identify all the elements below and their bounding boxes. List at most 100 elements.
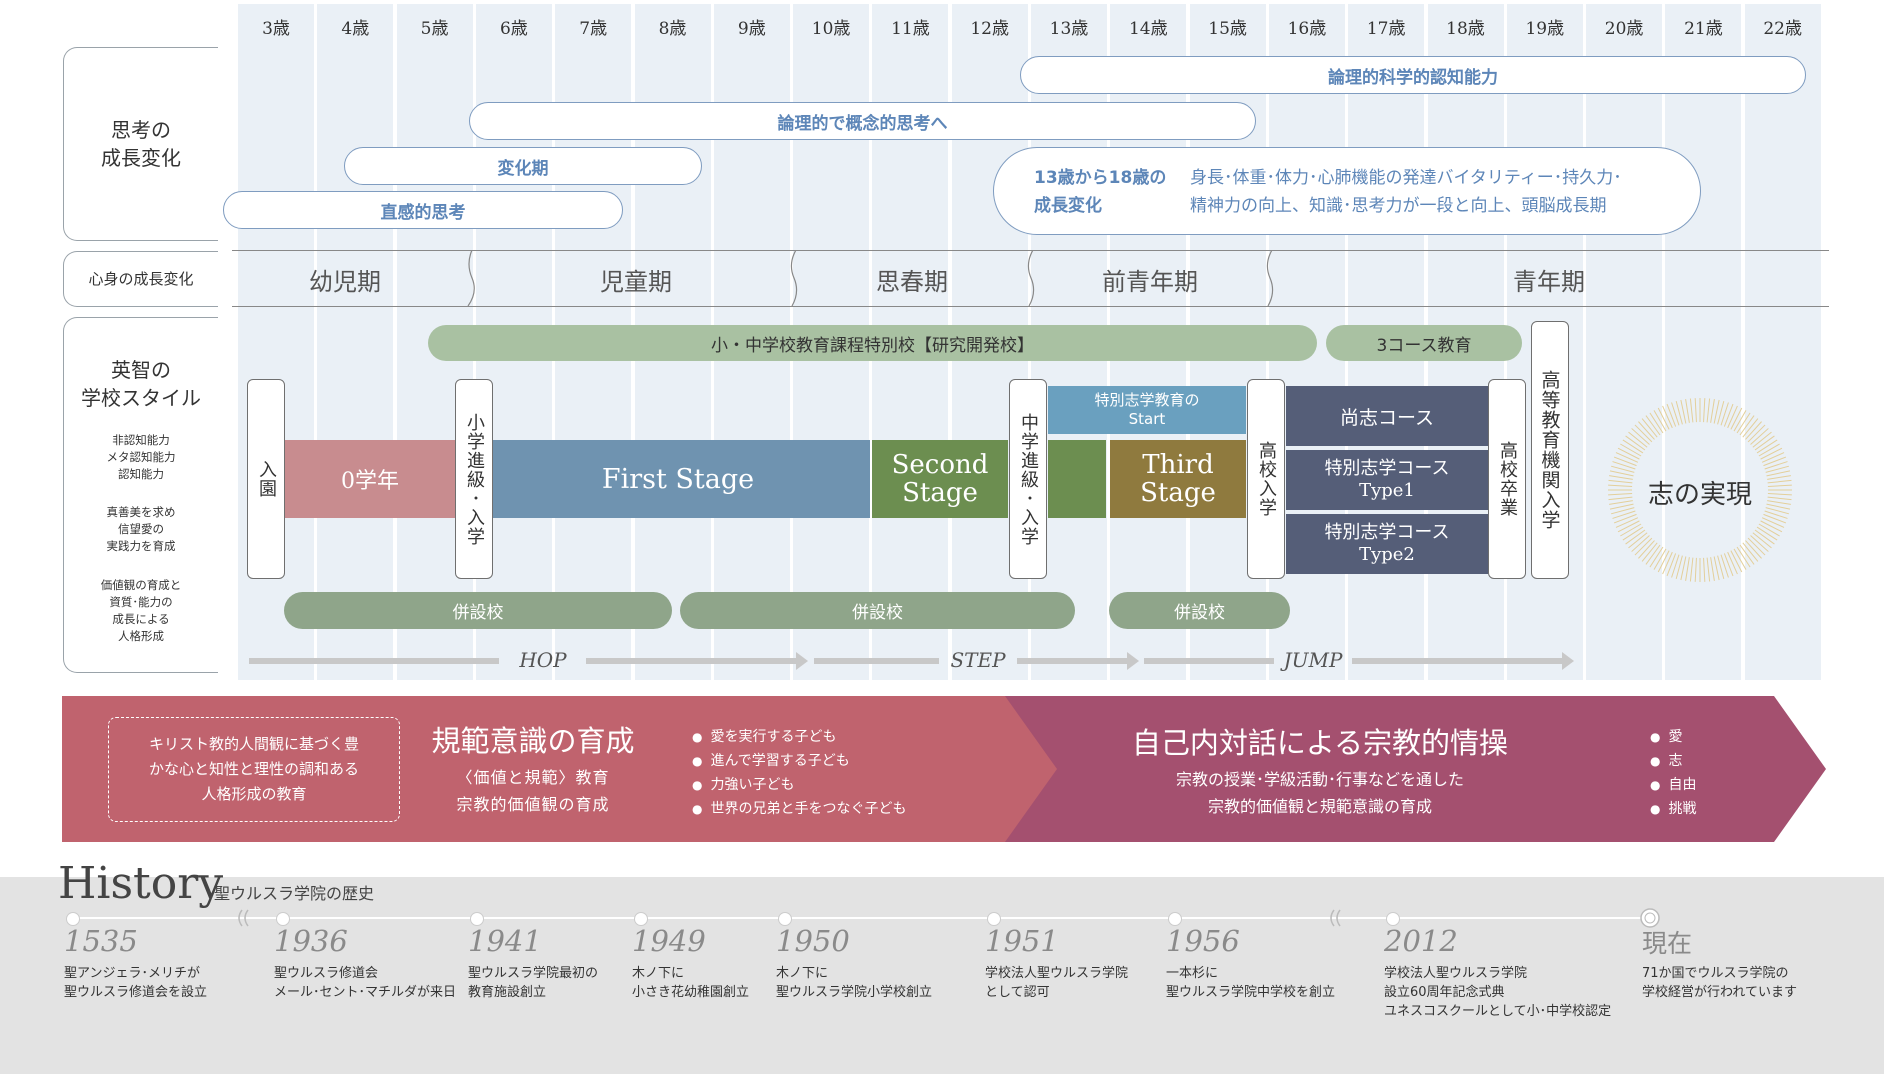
left-bullet-1: 愛を実行する子ども bbox=[692, 729, 836, 745]
school-label: 英智の 学校スタイル bbox=[81, 358, 201, 410]
sunburst-ray bbox=[1613, 513, 1637, 524]
sunburst-ray bbox=[1767, 493, 1792, 496]
sunburst-ray bbox=[1767, 475, 1791, 480]
sunburst-ray bbox=[1671, 402, 1680, 426]
sunburst-ray bbox=[1727, 551, 1738, 575]
school-note-2: 真善美を求め 信望愛の 実践力を育成 bbox=[106, 505, 176, 553]
sunburst-ray bbox=[1649, 412, 1664, 434]
sunburst-ray bbox=[1745, 540, 1762, 559]
sunburst-ray bbox=[1625, 529, 1646, 545]
sunburst-ray bbox=[1761, 452, 1785, 463]
band-box: キリスト教的人間観に基づく豊 かな心と知性と理性の調和ある 人格形成の教育 bbox=[108, 717, 400, 822]
age-column bbox=[1665, 4, 1742, 680]
history-text: 学校法人聖ウルスラ学院 として認可 bbox=[985, 966, 1129, 1000]
phase-infancy: 幼児期 bbox=[309, 268, 381, 296]
age-label: 7歳 bbox=[579, 19, 608, 39]
sunburst-ray bbox=[1685, 399, 1690, 423]
sunburst-ray bbox=[1611, 465, 1635, 473]
hop-step-jump-arrows bbox=[249, 652, 1574, 670]
sunburst-ray bbox=[1641, 418, 1658, 438]
course-type2: 特別志学コース Type2 bbox=[1286, 514, 1488, 574]
sunburst-ray bbox=[1609, 503, 1634, 510]
sunburst-ray bbox=[1752, 532, 1772, 549]
history-dot bbox=[1386, 912, 1400, 926]
sunburst-ray bbox=[1609, 475, 1633, 480]
age-label: 10歳 bbox=[811, 19, 851, 39]
sunburst-ray bbox=[1733, 410, 1747, 432]
course-type1: 特別志学コース Type1 bbox=[1286, 450, 1488, 510]
sunburst-ray bbox=[1730, 407, 1743, 430]
age-label: 16歳 bbox=[1287, 19, 1327, 39]
sunburst-ray bbox=[1758, 523, 1780, 537]
sunburst-ray bbox=[1634, 537, 1653, 556]
sunburst-ray bbox=[1609, 470, 1634, 477]
sunburst-ray bbox=[1634, 424, 1653, 443]
attached-school-2: 併設校 bbox=[680, 592, 1075, 629]
left-bullet-2: 進んで学習する子ども bbox=[692, 753, 850, 769]
school-note-1: 非認知能力 メタ認知能力 認知能力 bbox=[106, 433, 176, 481]
high-grad-box: 高校卒業 bbox=[1488, 379, 1526, 579]
sunburst-ray bbox=[1706, 557, 1711, 582]
phase-adolescence: 青年期 bbox=[1513, 268, 1585, 296]
age-label: 4歳 bbox=[341, 19, 370, 39]
sunburst-ray bbox=[1638, 540, 1655, 559]
mindbody-row-label: 心身の成長変化 bbox=[63, 251, 218, 307]
band-box-text: キリスト教的人間観に基づく豊 かな心と知性と理性の調和ある 人格形成の教育 bbox=[148, 735, 359, 803]
sunburst-ray bbox=[1653, 548, 1667, 570]
sunburst-ray bbox=[1710, 557, 1715, 581]
tokubetsu-start-band: 特別志学教育の Start bbox=[1048, 386, 1246, 434]
sunburst-ray bbox=[1689, 557, 1694, 582]
right-bullet-4: 挑戦 bbox=[1650, 801, 1696, 817]
year0-band: 0学年 bbox=[284, 440, 456, 518]
sunburst-ray bbox=[1611, 507, 1635, 515]
junior-entry-box: 中学進級･入学 bbox=[1009, 379, 1047, 579]
band-right-sub: 宗教の授業･学級活動･行事などを通した 宗教的価値観と規範意識の育成 bbox=[1175, 770, 1464, 816]
history-text: 木ノ下に 小さき花幼稚園創立 bbox=[632, 966, 750, 1000]
growth-bubble: 13歳から18歳の 成長変化 身長･体重･体力･心肺機能の発達バイタリティー･持… bbox=[993, 147, 1701, 235]
sunburst-ray bbox=[1694, 557, 1697, 582]
sunburst-ray bbox=[1720, 554, 1729, 578]
age-label: 6歳 bbox=[499, 19, 528, 39]
age-label: 12歳 bbox=[970, 19, 1009, 39]
sunburst-ray bbox=[1645, 415, 1661, 436]
right-bullet-1: 愛 bbox=[1650, 729, 1682, 745]
sunburst-ray bbox=[1620, 523, 1642, 537]
sunburst-ray bbox=[1608, 484, 1633, 487]
sunburst-ray bbox=[1723, 403, 1734, 427]
sunburst-ray bbox=[1608, 493, 1633, 496]
sunburst-ray bbox=[1615, 517, 1639, 528]
sunburst-ray bbox=[1747, 424, 1766, 443]
right-bullet-2: 志 bbox=[1650, 753, 1682, 769]
high-entry-box: 高校入学 bbox=[1247, 379, 1285, 579]
history-text: 聖ウルスラ学院最初の 教育施設創立 bbox=[468, 966, 599, 1000]
left-bullet-4: 世界の兄弟と手をつなぐ子ども bbox=[692, 801, 906, 817]
history-year: 2012 bbox=[1384, 924, 1458, 958]
sunburst-ray bbox=[1739, 415, 1755, 436]
special-program-bar: 小・中学校教育課程特別校【研究開発校】 bbox=[428, 325, 1317, 361]
sunburst-ray bbox=[1750, 535, 1769, 552]
sunburst-ray bbox=[1662, 405, 1673, 429]
sunburst-ray bbox=[1694, 398, 1697, 423]
sunburst-ray bbox=[1617, 447, 1640, 460]
sunburst-ray bbox=[1742, 418, 1759, 438]
history-dot bbox=[276, 912, 290, 926]
course-shoushi: 尚志コース bbox=[1286, 386, 1488, 446]
sunburst-ray bbox=[1666, 403, 1677, 427]
education-band bbox=[62, 696, 1826, 842]
history-text: 木ノ下に 聖ウルスラ学院小学校創立 bbox=[776, 966, 933, 1000]
sunburst-ray bbox=[1750, 428, 1769, 445]
growth-title: 13歳から18歳の 成長変化 bbox=[1034, 168, 1167, 216]
sunburst-ray bbox=[1754, 435, 1775, 451]
pill-intuitive: 直感的思考 bbox=[223, 191, 623, 229]
history-text: 71か国でウルスラ学院の 学校経営が行われています bbox=[1642, 966, 1797, 1000]
mindbody-line-bottom bbox=[232, 306, 1829, 307]
history-title: History bbox=[58, 858, 224, 909]
history-text: 学校法人聖ウルスラ学院 設立60周年記念式典 ユネスコスクールとして小･中学校認… bbox=[1384, 966, 1612, 1019]
sunburst-ray bbox=[1758, 443, 1780, 457]
second-stage-extension bbox=[1048, 440, 1106, 518]
age-column bbox=[1586, 4, 1663, 680]
goal-text: 志の実現 bbox=[1647, 480, 1752, 510]
phase-dividers bbox=[467, 250, 1274, 307]
sunburst-ray bbox=[1745, 421, 1762, 440]
elementary-entry-box: 小学進級･入学 bbox=[455, 379, 493, 579]
